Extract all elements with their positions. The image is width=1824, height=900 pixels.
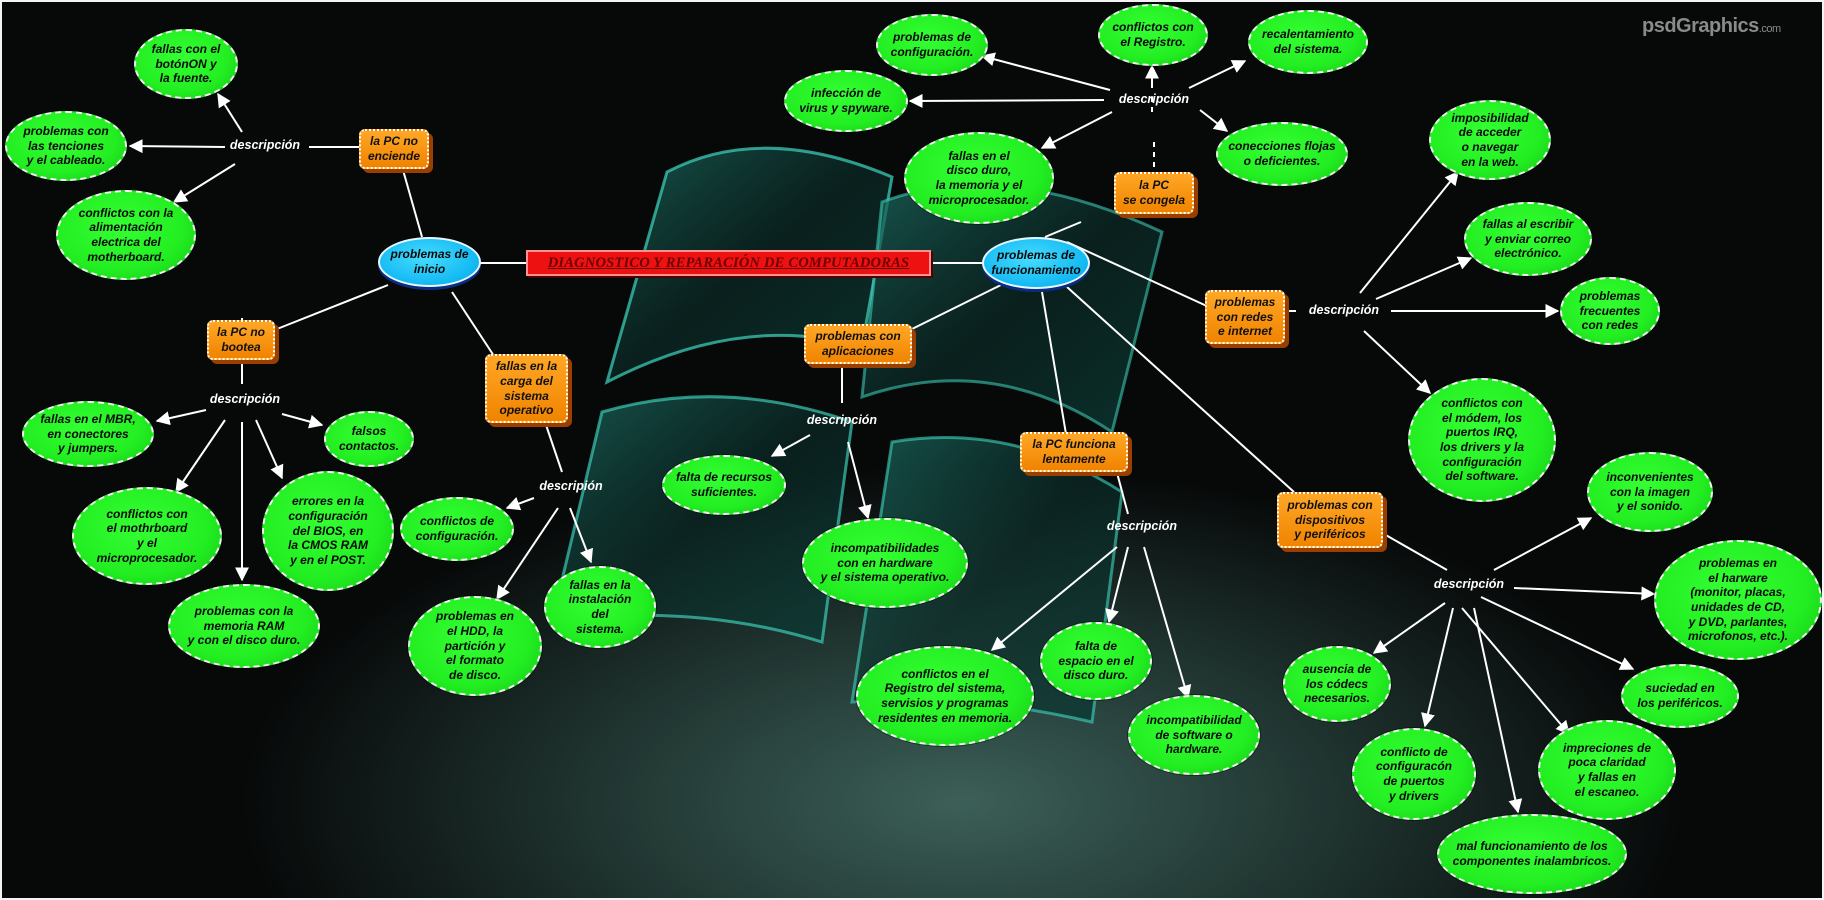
bubble-infeccion-virus: infección de virus y spyware. xyxy=(784,70,908,132)
bubble-incompatibilidades-hardware: incompatibilidades con en hardware y el … xyxy=(802,518,968,608)
watermark-suffix: .com xyxy=(1759,23,1781,35)
bubble-problemas-harware: problemas en el harware (monitor, placas… xyxy=(1654,540,1822,660)
bubble-inconvenientes-imagen: inconvenientes con la imagen y el sonido… xyxy=(1587,452,1713,532)
desc-la-pc-no-bootea: descripción xyxy=(200,390,290,410)
bubble-errores-bios: errores en la configuración del BIOS, en… xyxy=(262,471,394,591)
bubble-mal-funcionamiento-inalambricos: mal funcionamiento de los componentes in… xyxy=(1437,814,1627,894)
desc-problemas-redes: descripción xyxy=(1300,301,1388,321)
watermark-brand: psdGraphics xyxy=(1642,15,1759,37)
bubble-conecciones-flojas: conecciones flojas o deficientes. xyxy=(1216,122,1348,186)
bubble-conflictos-registro-servicios: conflictos en el Registro del sistema, s… xyxy=(856,646,1034,746)
tag-la-pc-funciona-lentamente: la PC funciona lentamente xyxy=(1020,432,1128,472)
bubble-suciedad-perifericos: suciedad en los periféricos. xyxy=(1621,664,1739,728)
bubble-recalentamiento: recalentamiento del sistema. xyxy=(1248,10,1368,74)
bubble-problemas-configuracion: problemas de configuración. xyxy=(876,14,988,76)
hub-problemas-de-funcionamiento: problemas de funcionamiento xyxy=(982,237,1090,289)
bubble-fallas-disco-duro: fallas en el disco duro, la memoria y el… xyxy=(904,132,1054,224)
tag-problemas-dispositivos-perifericos: problemas con dispositivos y periféricos xyxy=(1277,492,1383,548)
bubble-conflicto-puertos: conflicto de configuracón de puertos y d… xyxy=(1352,728,1476,820)
tag-problemas-con-redes-e-internet: problemas con redes e internet xyxy=(1205,290,1285,344)
bubble-impreciones-escaneo: impreciones de poca claridad y fallas en… xyxy=(1538,720,1676,820)
desc-fallas-carga-so: descripión xyxy=(530,477,612,497)
hub-problemas-de-inicio: problemas de inicio xyxy=(378,237,481,287)
tag-problemas-con-aplicaciones: problemas con aplicaciones xyxy=(804,324,912,364)
bubble-fallas-boton-on: fallas con el botónON y la fuente. xyxy=(134,29,238,99)
desc-problemas-aplicaciones: descripción xyxy=(797,411,887,431)
bubble-falta-espacio: falta de espacio en el disco duro. xyxy=(1040,622,1152,700)
desc-la-pc-funciona-lentamente: descripción xyxy=(1097,517,1187,537)
bubble-fallas-correo: fallas al escribir y enviar correo elect… xyxy=(1464,202,1592,276)
bubble-conflictos-mothrboard: conflictos con el mothrboard y el microp… xyxy=(72,487,222,585)
bubble-ausencia-codecs: ausencia de los códecs necesarios. xyxy=(1283,646,1391,722)
bubble-imposibilidad-web: imposibilidad de acceder o navegar en la… xyxy=(1429,100,1551,180)
tag-fallas-carga-sistema-operativo: fallas en la carga del sistema operativo xyxy=(485,354,568,423)
desc-la-pc-se-congela: descripción xyxy=(1109,90,1199,110)
tag-la-pc-no-bootea: la PC no bootea xyxy=(207,320,275,360)
tag-la-pc-no-enciende: la PC no enciende xyxy=(359,129,429,169)
bubble-fallas-mbr: fallas en el MBR, en conectores y jumper… xyxy=(22,401,154,467)
main-title-banner: DIAGNOSTICO Y REPARACIÓN DE COMPUTADORAS xyxy=(526,250,931,276)
bubble-falsos-contactos: falsos contactos. xyxy=(324,411,414,467)
bubble-conflictos-configuracion: conflictos de configuración. xyxy=(400,497,514,561)
bubble-incompatibilidad-software: incompatibilidad de software o hardware. xyxy=(1128,695,1260,775)
bubble-conflictos-registro: conflictos con el Registro. xyxy=(1098,4,1208,66)
bubble-fallas-instalacion: fallas en la instalación del sistema. xyxy=(544,566,656,648)
bubble-falta-recursos: falta de recursos suficientes. xyxy=(662,455,786,515)
bubble-problemas-tensiones: problemas con las tenciones y el cablead… xyxy=(5,111,127,181)
desc-problemas-dispositivos: descripción xyxy=(1424,575,1514,595)
bubble-problemas-frecuentes-redes: problemas frecuentes con redes xyxy=(1560,277,1660,345)
bubble-conflictos-modem: conflictos con el módem, los puertos IRQ… xyxy=(1408,378,1556,502)
tag-la-pc-se-congela: la PC se congela xyxy=(1114,172,1194,214)
desc-la-pc-no-enciende: descripción xyxy=(222,136,308,156)
bubble-problemas-memoria-ram: problemas con la memoria RAM y con el di… xyxy=(168,584,320,668)
bubble-problemas-hdd: problemas en el HDD, la partición y el f… xyxy=(408,596,542,696)
bubble-conflictos-alimentacion: conflictos con la alimentación electrica… xyxy=(56,190,196,280)
watermark-logo: psdGraphics.com xyxy=(1642,15,1781,38)
